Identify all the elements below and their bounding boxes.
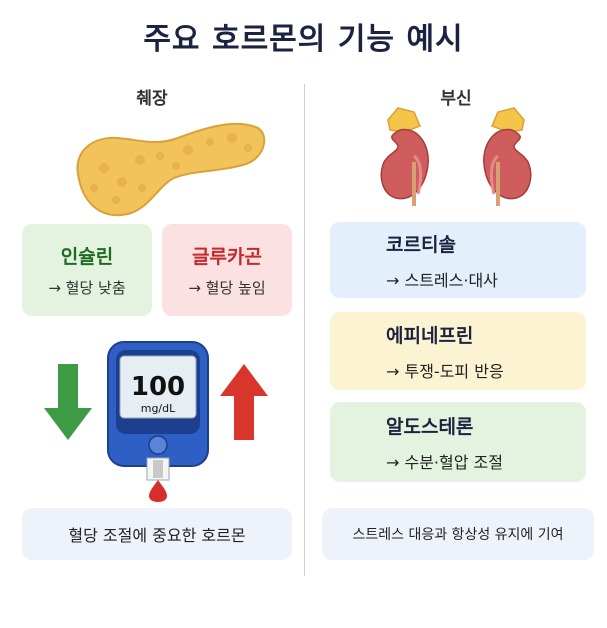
pancreas-label: 췌장 bbox=[136, 89, 168, 109]
left-kidney-illustration bbox=[380, 107, 429, 206]
epinephrine-desc: → 투쟁-도피 반응 bbox=[386, 361, 504, 381]
insulin-desc: → 혈당 낮춤 bbox=[48, 279, 126, 297]
epinephrine-card: 에피네프린 → 투쟁-도피 반응 bbox=[330, 312, 586, 390]
arrow-up-icon bbox=[220, 364, 268, 440]
cortisol-card: 코르티솔 → 스트레스·대사 bbox=[330, 222, 586, 298]
cortisol-name: 코르티솔 bbox=[386, 233, 456, 256]
page-title: 주요 호르몬의 기능 예시 bbox=[143, 22, 464, 57]
insulin-name: 인슐린 bbox=[60, 246, 114, 268]
glucagon-desc: → 혈당 높임 bbox=[188, 279, 266, 297]
meter-unit: mg/dL bbox=[141, 402, 176, 415]
cortisol-desc: → 스트레스·대사 bbox=[386, 270, 498, 290]
right-kidney-illustration bbox=[483, 107, 532, 206]
epinephrine-name: 에피네프린 bbox=[386, 324, 474, 347]
aldosterone-card: 알도스테론 → 수분·혈압 조절 bbox=[330, 402, 586, 482]
center-divider bbox=[304, 84, 305, 576]
glucose-meter-illustration: 100 mg/dL bbox=[107, 341, 209, 502]
meter-reading: 100 bbox=[131, 372, 185, 402]
arrow-down-icon bbox=[44, 364, 92, 440]
pancreas-summary-note: 혈당 조절에 중요한 호르몬 bbox=[22, 508, 292, 560]
aldosterone-name: 알도스테론 bbox=[386, 415, 474, 438]
pancreas-illustration bbox=[76, 122, 266, 217]
aldosterone-desc: → 수분·혈압 조절 bbox=[386, 452, 503, 472]
glucagon-card: 글루카곤 → 혈당 높임 bbox=[162, 224, 292, 316]
adrenal-label: 부신 bbox=[440, 89, 472, 109]
adrenal-summary-note: 스트레스 대응과 항상성 유지에 기여 bbox=[322, 508, 594, 560]
insulin-card: 인슐린 → 혈당 낮춤 bbox=[22, 224, 152, 316]
glucagon-name: 글루카곤 bbox=[192, 246, 262, 268]
